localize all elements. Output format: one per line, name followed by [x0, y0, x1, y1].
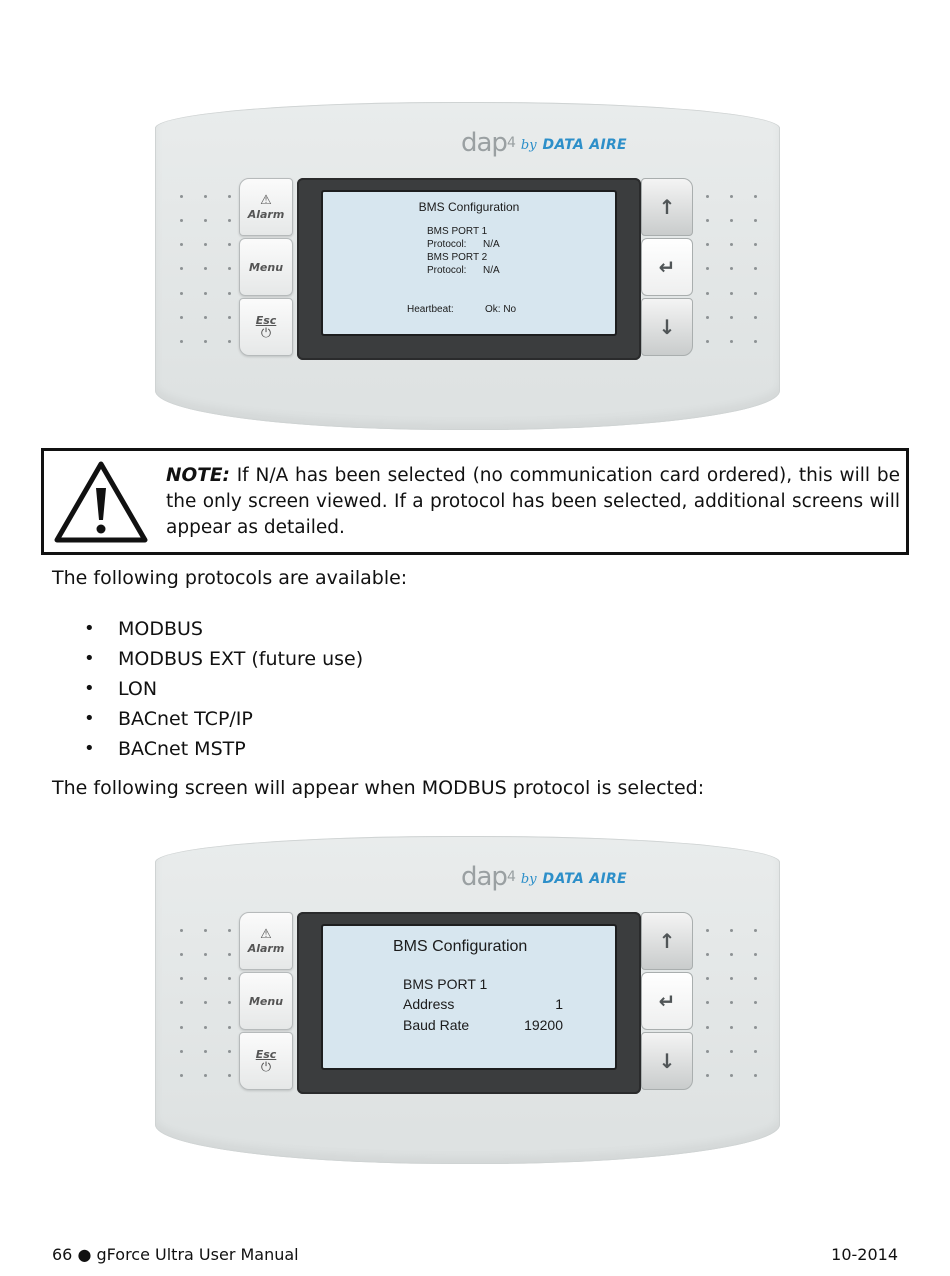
up-arrow-key: ↑ — [641, 178, 693, 236]
brand-logo-version: 4 — [506, 135, 516, 151]
speaker-grille-left — [169, 918, 241, 1088]
arrow-up-icon: ↑ — [658, 929, 676, 953]
list-item: MODBUS EXT (future use) — [84, 644, 363, 674]
baud-rate-label: Baud Rate — [403, 1017, 470, 1033]
bms-port-1-label: BMS PORT 1 — [403, 976, 488, 992]
alarm-key-label: Alarm — [247, 207, 285, 221]
baud-rate-value: 19200 — [524, 1017, 563, 1033]
menu-key: Menu — [239, 238, 293, 296]
arrow-down-icon: ↓ — [658, 1049, 676, 1073]
lcd-screen: BMS Configuration BMS PORT 1 Protocol: N… — [321, 190, 617, 336]
warning-triangle-icon: ⚠ — [260, 926, 272, 942]
list-item: BACnet MSTP — [84, 734, 363, 764]
warning-icon — [54, 461, 148, 543]
heartbeat-label: Heartbeat: — [407, 304, 454, 315]
esc-key-label: Esc — [255, 313, 277, 327]
speaker-grille-right — [695, 184, 767, 354]
power-icon: ⏻ — [260, 325, 272, 341]
brand-logo: dap4 by DATA AIRE — [461, 122, 627, 156]
enter-icon: ↵ — [658, 255, 676, 279]
menu-key: Menu — [239, 972, 293, 1030]
warning-triangle-icon: ⚠ — [260, 192, 272, 208]
brand-logo-text: dap — [461, 128, 508, 158]
menu-key-label: Menu — [248, 994, 284, 1008]
enter-icon: ↵ — [658, 989, 676, 1013]
brand-logo: dap4 by DATA AIRE — [461, 856, 627, 890]
brand-logo-text: dap — [461, 862, 508, 892]
brand-logo-version: 4 — [506, 869, 516, 885]
brand-by: by — [520, 138, 537, 153]
list-item: MODBUS — [84, 614, 363, 644]
alarm-key-label: Alarm — [247, 941, 285, 955]
note-body: If N/A has been selected (no communicati… — [166, 465, 900, 538]
down-arrow-key: ↓ — [641, 298, 693, 356]
up-arrow-key: ↑ — [641, 912, 693, 970]
screen-title: BMS Configuration — [393, 938, 528, 955]
esc-key-label: Esc — [255, 1047, 277, 1061]
heartbeat-value: Ok: No — [485, 304, 517, 315]
protocol-1-value: N/A — [483, 239, 500, 250]
speaker-grille-left — [169, 184, 241, 354]
controller-illustration-bms-overview: dap4 by DATA AIRE ⚠ Alarm Menu Esc ⏻ BMS… — [155, 102, 780, 430]
footer-date: 10-2014 — [831, 1245, 898, 1264]
down-arrow-key: ↓ — [641, 1032, 693, 1090]
enter-key: ↵ — [641, 238, 693, 296]
enter-key: ↵ — [641, 972, 693, 1030]
protocol-2-label: Protocol: — [427, 265, 467, 276]
brand-by: by — [520, 872, 537, 887]
speaker-grille-right — [695, 918, 767, 1088]
alarm-key: ⚠ Alarm — [239, 178, 293, 236]
brand-name: DATA AIRE — [542, 137, 627, 153]
menu-key-label: Menu — [248, 260, 284, 274]
address-value: 1 — [555, 996, 563, 1012]
protocol-list: MODBUS MODBUS EXT (future use) LON BACne… — [84, 614, 363, 764]
display-bezel: BMS Configuration BMS PORT 1 Address 1 B… — [297, 912, 641, 1094]
modbus-intro: The following screen will appear when MO… — [52, 777, 705, 799]
arrow-down-icon: ↓ — [658, 315, 676, 339]
lcd-screen: BMS Configuration BMS PORT 1 Address 1 B… — [321, 924, 617, 1070]
display-bezel: BMS Configuration BMS PORT 1 Protocol: N… — [297, 178, 641, 360]
protocols-intro: The following protocols are available: — [52, 567, 408, 589]
address-label: Address — [403, 996, 455, 1012]
arrow-up-icon: ↑ — [658, 195, 676, 219]
esc-key: Esc ⏻ — [239, 1032, 293, 1090]
power-icon: ⏻ — [260, 1059, 272, 1075]
note-label: NOTE: — [166, 465, 230, 486]
controller-illustration-modbus: dap4 by DATA AIRE ⚠ Alarm Menu Esc ⏻ BMS… — [155, 836, 780, 1164]
footer-manual-title: 66 ● gForce Ultra User Manual — [52, 1245, 299, 1264]
list-item: LON — [84, 674, 363, 704]
note-text: NOTE: If N/A has been selected (no commu… — [166, 463, 900, 541]
esc-key: Esc ⏻ — [239, 298, 293, 356]
list-item: BACnet TCP/IP — [84, 704, 363, 734]
brand-name: DATA AIRE — [542, 871, 627, 887]
alarm-key: ⚠ Alarm — [239, 912, 293, 970]
protocol-1-label: Protocol: — [427, 239, 467, 250]
protocol-2-value: N/A — [483, 265, 500, 276]
bms-port-1-label: BMS PORT 1 — [427, 226, 488, 237]
note-box: NOTE: If N/A has been selected (no commu… — [41, 448, 909, 555]
screen-title: BMS Configuration — [418, 200, 520, 214]
bms-port-2-label: BMS PORT 2 — [427, 252, 488, 263]
